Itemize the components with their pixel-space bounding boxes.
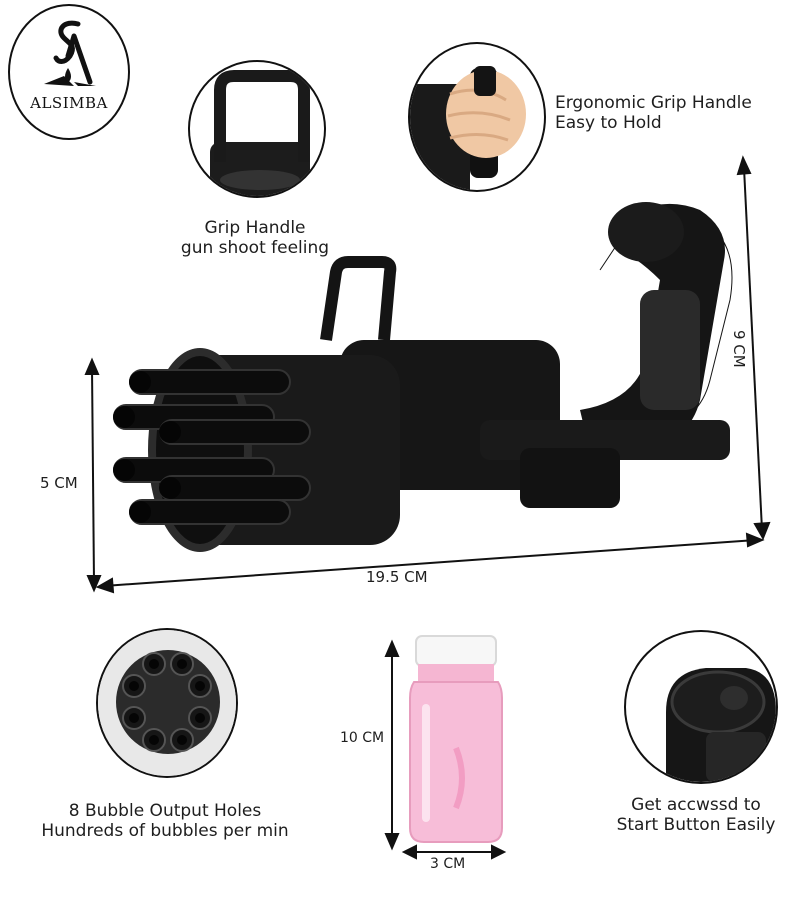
start-button-closeup <box>624 630 778 784</box>
grip-handle-title: Grip Handle <box>204 218 306 238</box>
bottle-width-label: 3 CM <box>430 856 466 872</box>
brand-logo: ALSIMBA <box>8 4 130 140</box>
brand-name: ALSIMBA <box>30 94 108 112</box>
output-holes-caption: 8 Bubble Output Holes Hundreds of bubble… <box>30 801 300 841</box>
brand-logo-mark-icon <box>44 20 96 86</box>
bubble-gun-image <box>113 202 733 552</box>
start-button-caption: Get accwssd to Start Button Easily <box>596 795 796 835</box>
output-holes-title: 8 Bubble Output Holes <box>68 801 262 821</box>
ergonomic-grip-title: Ergonomic Grip Handle <box>555 93 752 113</box>
bubble-solution-bottle <box>409 635 503 843</box>
gun-length-label: 19.5 CM <box>366 568 428 586</box>
gun-height-label: 5 CM <box>40 474 78 492</box>
start-button-title: Get accwssd to <box>631 795 761 815</box>
output-holes-subtitle: Hundreds of bubbles per min <box>41 821 289 841</box>
grip-handle-subtitle: gun shoot feeling <box>180 238 330 258</box>
start-button-image <box>666 668 776 782</box>
ergonomic-grip-subtitle: Easy to Hold <box>555 113 662 133</box>
grip-handle-closeup <box>188 60 326 198</box>
output-holes-closeup <box>96 628 238 778</box>
output-holes-image <box>98 630 236 776</box>
grip-handle-image <box>210 70 310 196</box>
grip-handle-caption: Grip Handle gun shoot feeling <box>150 218 360 258</box>
bottle-height-label: 10 CM <box>340 730 385 746</box>
start-button-subtitle: Start Button Easily <box>616 815 776 835</box>
ergonomic-grip-caption: Ergonomic Grip Handle Easy to Hold <box>555 93 780 133</box>
